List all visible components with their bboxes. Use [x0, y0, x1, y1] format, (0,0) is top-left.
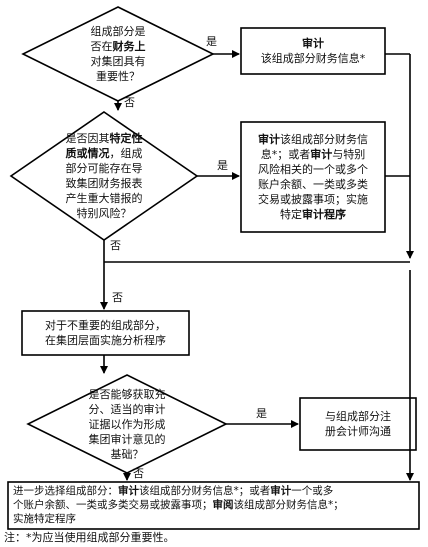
decision-3-line-5: 基础？ [110, 448, 144, 461]
box-1-body: 该组成部分财务信息* [260, 52, 366, 65]
box-4-line-1: 与组成部分注 [325, 410, 391, 423]
box-2-line-3: 风险相关的一个或多个 [258, 163, 368, 176]
box-2-line-1: 审计该组成部分财务信 [258, 133, 368, 146]
decision-2-text: 是否因其特定性 质或情况，组成 部分可能存在导 致集团财务报表 产生重大错报的 … [44, 131, 164, 221]
decision-1-line-3: 对集团具有 [90, 55, 146, 68]
footnote: 注：*为应当使用组成部分重要性。 [4, 531, 175, 544]
box-5-text: 进一步选择组成部分：审计该组成部分财务信息*；或者审计一个或多 个账户余额、一类… [13, 484, 417, 526]
box-4-text: 与组成部分注 册会计师沟通 [301, 409, 415, 439]
box-5-line-1: 进一步选择组成部分：审计该组成部分财务信息*；或者审计一个或多 [13, 485, 334, 497]
box-5-line-3: 实施特定程序 [13, 513, 76, 525]
box-4-rect [299, 397, 417, 451]
box-2-rect [240, 121, 386, 233]
box-5-line-2: 个账户余额、一类或多类交易或披露事项；审阅该组成部分财务信息*； [13, 499, 344, 511]
decision-1-line-1: 组成部分是 [90, 25, 146, 38]
box-1-text: 审计 该组成部分财务信息* [242, 36, 384, 66]
box-4-line-2: 册会计师沟通 [325, 425, 391, 438]
box-2-text: 审计该组成部分财务信 息*；或者审计与特别 风险相关的一个或多个 账户余额、一类… [242, 132, 384, 222]
decision-1-text: 组成部分是 否在财务上 对集团具有 重要性？ [68, 24, 168, 84]
decision-3-line-3: 证据以作为形成 [88, 418, 166, 431]
decision-3-line-4: 集团审计意见的 [88, 433, 166, 446]
label-no-3: 否 [133, 467, 144, 480]
decision-2-line-4: 致集团财务报表 [65, 177, 143, 190]
box-2-line-2: 息*；或者审计与特别 [260, 148, 366, 161]
box-1-title: 审计 [302, 37, 324, 50]
decision-3-line-2: 分、适当的审计 [88, 403, 166, 416]
label-yes-1: 是 [206, 35, 217, 48]
box-1-rect [240, 27, 386, 75]
box-2-line-5: 交易或披露事项；实施 [258, 193, 368, 206]
decision-2-line-5: 产生重大错报的 [65, 192, 143, 205]
label-yes-3: 是 [256, 407, 267, 420]
decision-3-text: 是否能够获取充 分、适当的审计 证据以作为形成 集团审计意见的 基础？ [67, 387, 187, 462]
label-no-2b: 否 [112, 291, 123, 304]
decision-1-line-2: 否在财务上 [90, 40, 146, 53]
label-no-2: 否 [110, 239, 121, 252]
decision-2-line-2: 质或情况，组成 [65, 147, 143, 160]
decision-2-line-3: 部分可能存在导 [65, 162, 143, 175]
box-3-text: 对于不重要的组成部分， 在集团层面实施分析程序 [23, 318, 188, 348]
label-no-1: 否 [124, 96, 135, 109]
decision-3-line-1: 是否能够获取充 [88, 388, 166, 401]
box-2-line-4: 账户余额、一类或多类 [258, 178, 368, 191]
box-3-line-1: 对于不重要的组成部分， [45, 319, 166, 332]
decision-2-line-1: 是否因其特定性 [65, 132, 143, 145]
box-2-line-6: 特定审计程序 [280, 208, 346, 221]
box-3-line-2: 在集团层面实施分析程序 [45, 334, 166, 347]
decision-2-line-6: 特别风险？ [76, 207, 132, 220]
box-5-rect [7, 481, 420, 530]
box-3-rect [21, 310, 190, 356]
decision-1-line-4: 重要性？ [96, 70, 140, 83]
label-yes-2: 是 [217, 159, 228, 172]
